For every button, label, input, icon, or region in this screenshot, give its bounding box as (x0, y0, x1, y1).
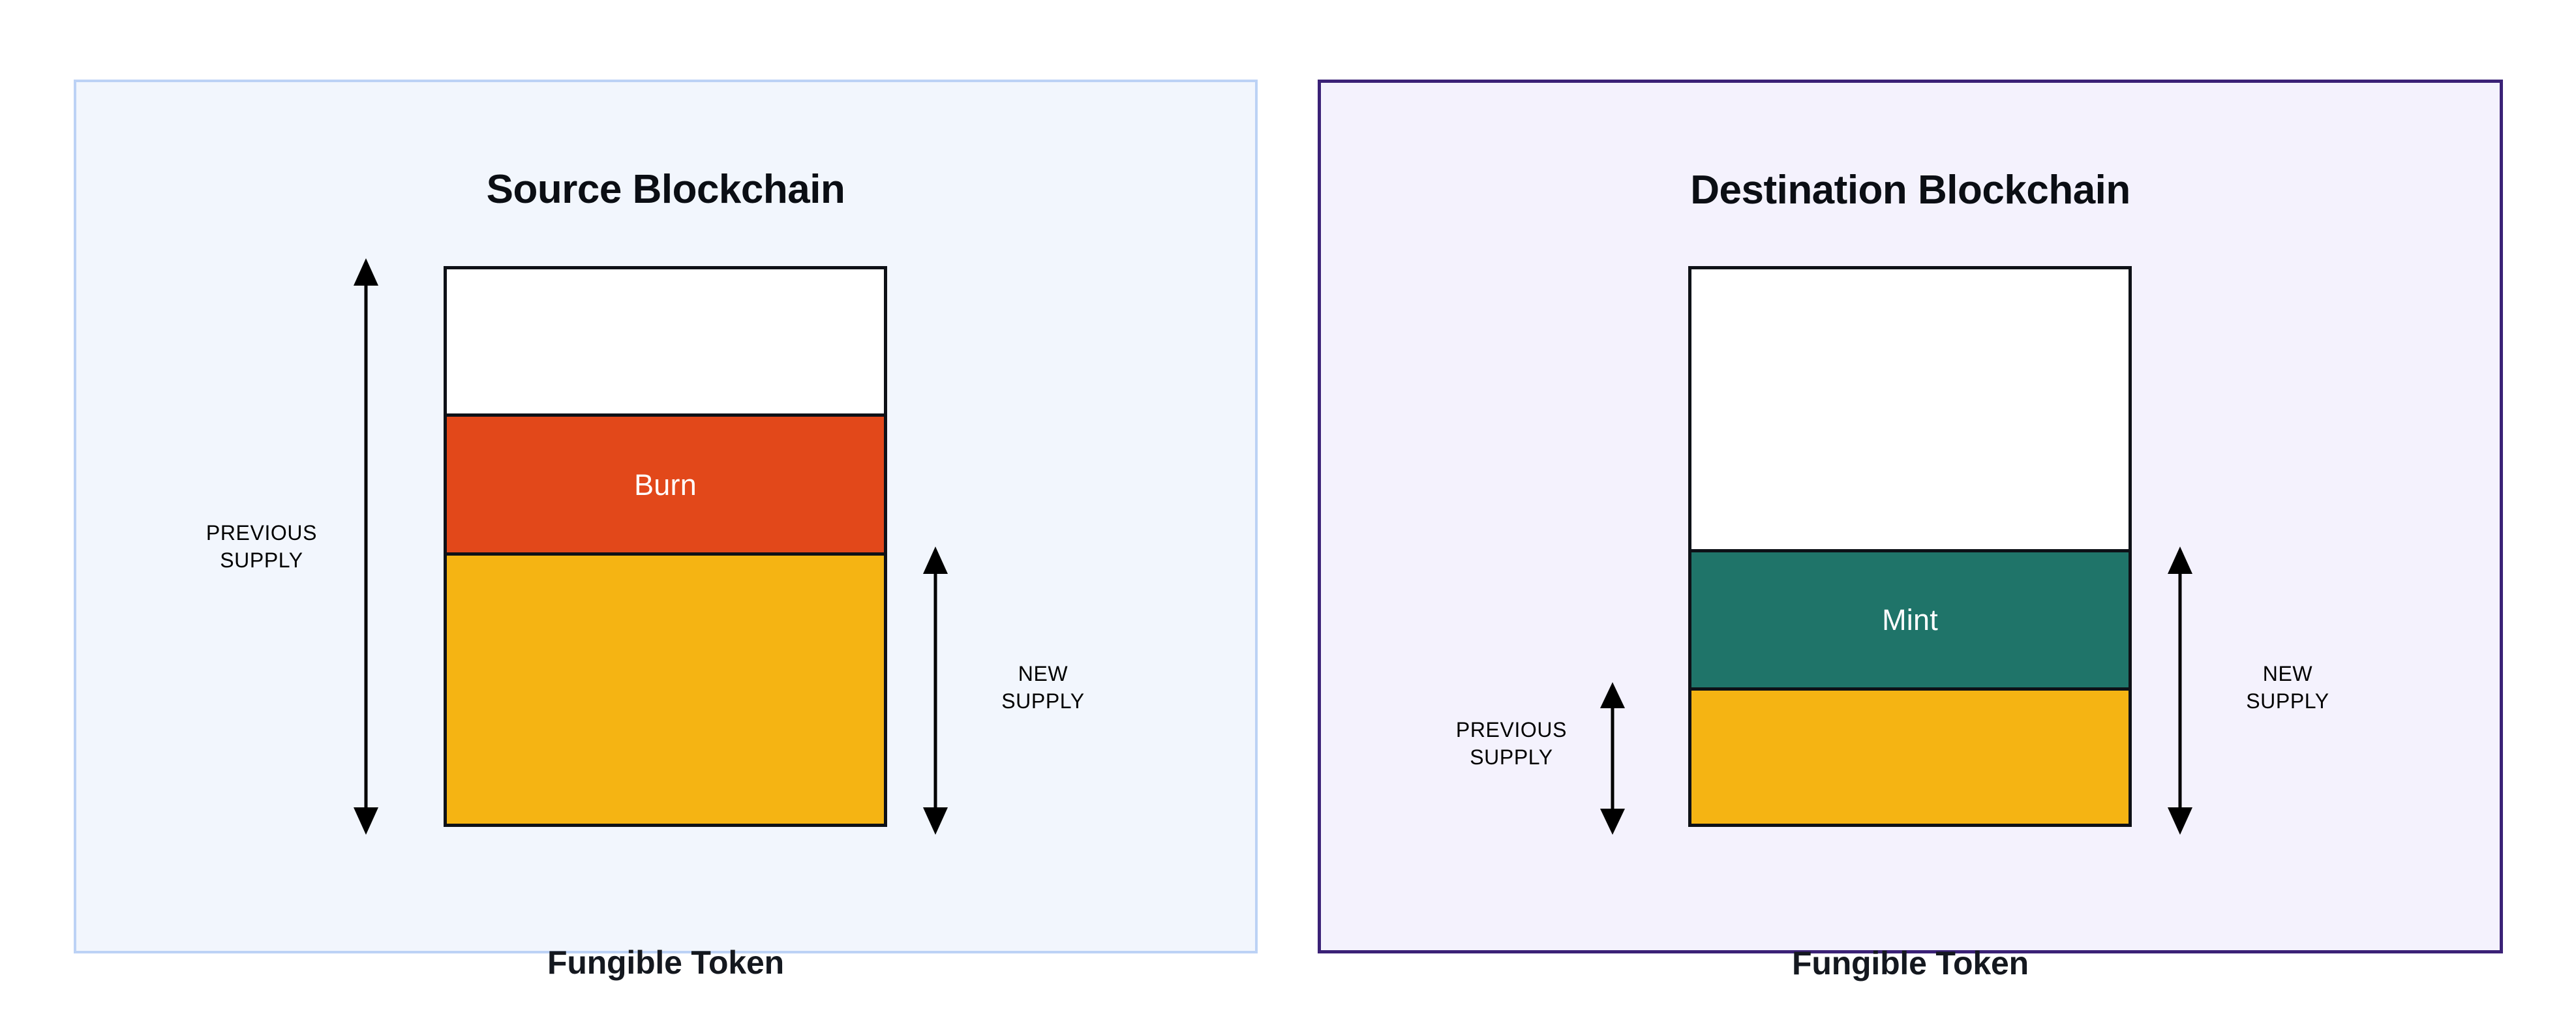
arrow-new-supply-source (922, 546, 948, 835)
token-supply-bar-source: Burn (444, 266, 887, 827)
label-previous-supply-source: PREVIOUS SUPPLY (205, 521, 318, 573)
label-previous-supply-destination: PREVIOUS SUPPLY (1455, 718, 1568, 770)
label-new-supply-destination: NEW SUPPLY (2246, 662, 2329, 713)
bar-segment-empty-destination (1691, 269, 2129, 550)
bar-segment-mint: Mint (1691, 549, 2129, 688)
bar-segment-burn-label: Burn (634, 468, 697, 502)
token-supply-bar-destination: Mint (1688, 266, 2132, 827)
arrow-previous-supply-destination (1599, 682, 1626, 835)
arrow-previous-supply-source (353, 258, 379, 835)
panel-source-footer-label: Fungible Token (547, 944, 784, 981)
panel-source-title: Source Blockchain (486, 167, 845, 212)
label-new-supply-source: NEW SUPPLY (1001, 662, 1085, 713)
arrow-new-supply-destination (2167, 546, 2193, 835)
bar-segment-mint-label: Mint (1882, 603, 1938, 637)
bar-segment-existing-supply (1691, 687, 2129, 824)
panel-destination-title: Destination Blockchain (1690, 168, 2130, 213)
panel-destination-footer-label: Fungible Token (1792, 945, 2029, 981)
bar-segment-empty-source (447, 269, 884, 413)
bar-segment-burn: Burn (447, 413, 884, 553)
bar-segment-remaining-supply (447, 552, 884, 824)
